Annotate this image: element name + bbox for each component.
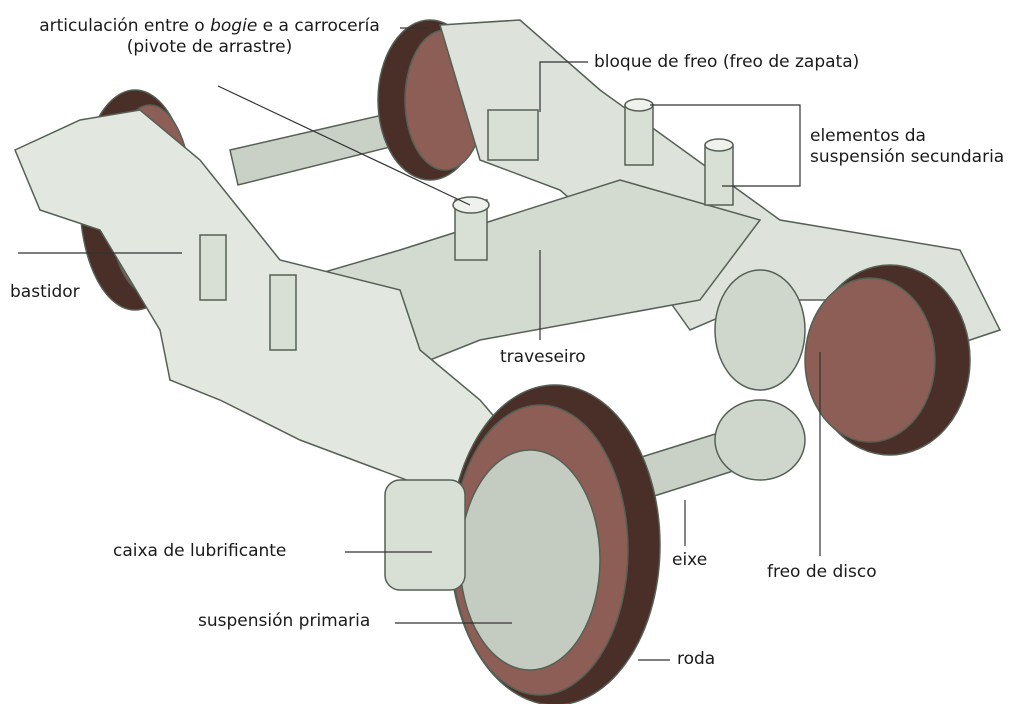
label-axlebox: caixa de lubrificante: [113, 541, 287, 561]
brake-block: [487, 109, 539, 161]
label-text: elementos da: [810, 126, 926, 146]
label-text: suspensión secundaria: [810, 147, 1005, 167]
label-wheel: roda: [677, 649, 716, 669]
label-brake-block: bloque de freo (freo de zapata): [594, 52, 860, 72]
secondary-spring-1: [624, 104, 654, 166]
label-frame: bastidor: [10, 282, 80, 302]
label-italic: bogie: [210, 16, 258, 36]
label-primary-suspension: suspensión primaria: [198, 611, 371, 631]
disc-brake: [714, 269, 806, 391]
label-secondary-suspension: elementos da suspensión secundaria: [810, 126, 1004, 168]
label-disc-brake: freo de disco: [767, 562, 877, 582]
secondary-spring-2: [704, 144, 734, 206]
label-text: articulación entre o: [39, 16, 211, 36]
axlebox: [384, 479, 466, 591]
label-subtext: (pivote de arrastre): [126, 37, 293, 57]
leader-lines: [18, 27, 821, 661]
label-text: e a carrocería: [257, 16, 380, 36]
label-axle: eixe: [672, 550, 708, 570]
label-bolster: traveseiro: [500, 347, 586, 367]
label-articulation: articulación entre o bogie e a carrocerí…: [12, 16, 407, 58]
